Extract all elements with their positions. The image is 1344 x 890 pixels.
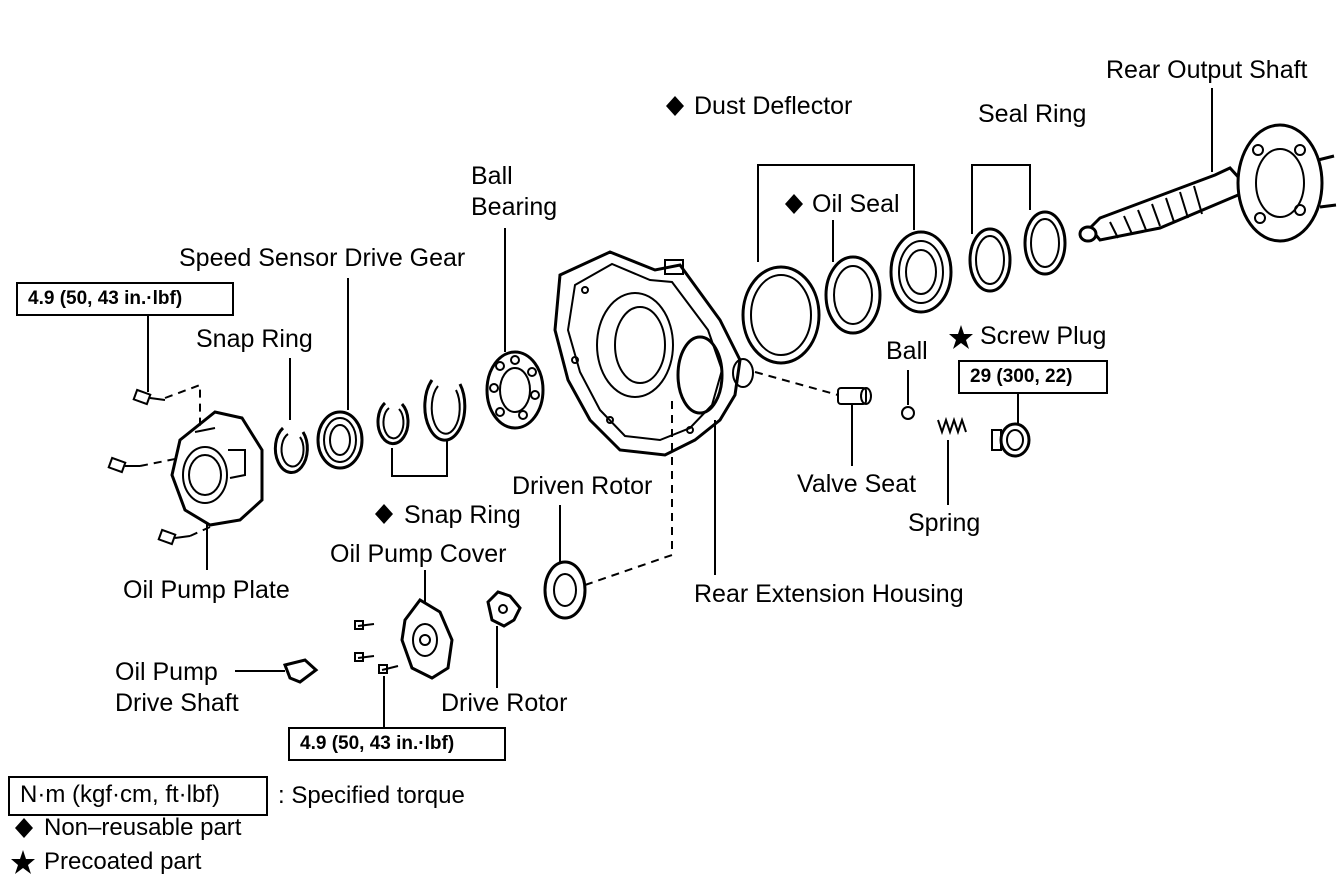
label-oil-pump-drive-shaft-line2: Drive Shaft xyxy=(115,689,239,717)
ball xyxy=(901,406,915,420)
screw-plug xyxy=(991,422,1031,458)
label-snap-ring-left: Snap Ring xyxy=(196,325,313,353)
label-oil-pump-cover: Oil Pump Cover xyxy=(330,540,507,568)
torque-box-screw-plug: 29 (300, 22) xyxy=(958,360,1108,394)
label-oil-seal: Oil Seal xyxy=(812,190,900,218)
speed-sensor-drive-gear xyxy=(316,410,364,470)
label-ball: Ball xyxy=(886,337,928,365)
legend-non-reusable: Non–reusable part xyxy=(44,814,242,841)
label-ball-bearing-line1: Ball xyxy=(471,162,513,190)
oil-seal-2 xyxy=(889,230,953,314)
driven-rotor xyxy=(543,560,587,620)
rear-extension-housing xyxy=(553,250,754,457)
valve-seat xyxy=(837,387,872,405)
oil-seal-diamond-icon xyxy=(785,194,803,214)
label-oil-pump-plate: Oil Pump Plate xyxy=(123,576,290,604)
label-snap-ring-lower: Snap Ring xyxy=(404,501,521,529)
rear-output-shaft xyxy=(1078,123,1337,243)
dust-deflector xyxy=(741,265,821,365)
seal-ring-1 xyxy=(968,227,1012,293)
drive-rotor xyxy=(486,590,522,628)
label-rear-output-shaft: Rear Output Shaft xyxy=(1106,56,1308,84)
plate-bolt-1 xyxy=(132,388,166,406)
torque-box-plate-bolts: 4.9 (50, 43 in.·lbf) xyxy=(16,282,234,316)
oil-seal xyxy=(824,255,882,335)
screw-plug-star-icon xyxy=(949,325,973,349)
oil-pump-cover xyxy=(400,598,454,680)
cover-screws xyxy=(354,620,399,674)
label-valve-seat: Valve Seat xyxy=(797,470,917,498)
label-rear-extension-housing: Rear Extension Housing xyxy=(694,580,964,608)
legend-precoated: Precoated part xyxy=(44,848,202,875)
spring xyxy=(937,416,967,436)
label-drive-rotor: Drive Rotor xyxy=(441,689,568,717)
snap-ring-large xyxy=(423,379,467,442)
oil-pump-drive-shaft xyxy=(282,658,319,684)
label-screw-plug: Screw Plug xyxy=(980,322,1107,350)
label-spring: Spring xyxy=(908,509,981,537)
ball-bearing xyxy=(485,350,545,430)
label-driven-rotor: Driven Rotor xyxy=(512,472,653,500)
oil-pump-plate xyxy=(170,410,264,527)
snap-ring-left xyxy=(273,426,309,474)
label-seal-ring: Seal Ring xyxy=(978,100,1087,128)
legend-diamond-icon xyxy=(15,818,33,838)
snap-ring-diamond-icon xyxy=(375,504,393,524)
legend-torque-units-box: N·m (kgf·cm, ft·lbf) xyxy=(8,776,268,816)
dust-deflector-diamond-icon xyxy=(666,96,684,116)
snap-ring-small xyxy=(376,401,410,446)
label-speed-sensor-drive-gear: Speed Sensor Drive Gear xyxy=(179,244,466,272)
legend-torque-description: : Specified torque xyxy=(278,782,465,809)
label-ball-bearing-line2: Bearing xyxy=(471,193,558,221)
plate-bolt-2 xyxy=(107,456,140,474)
legend-star-icon xyxy=(11,850,35,874)
plate-bolt-3 xyxy=(157,528,191,546)
label-oil-pump-drive-shaft-line1: Oil Pump xyxy=(115,658,218,686)
torque-box-cover-bolts: 4.9 (50, 43 in.·lbf) xyxy=(288,727,506,761)
label-dust-deflector: Dust Deflector xyxy=(694,92,853,120)
seal-ring-2 xyxy=(1023,210,1067,276)
